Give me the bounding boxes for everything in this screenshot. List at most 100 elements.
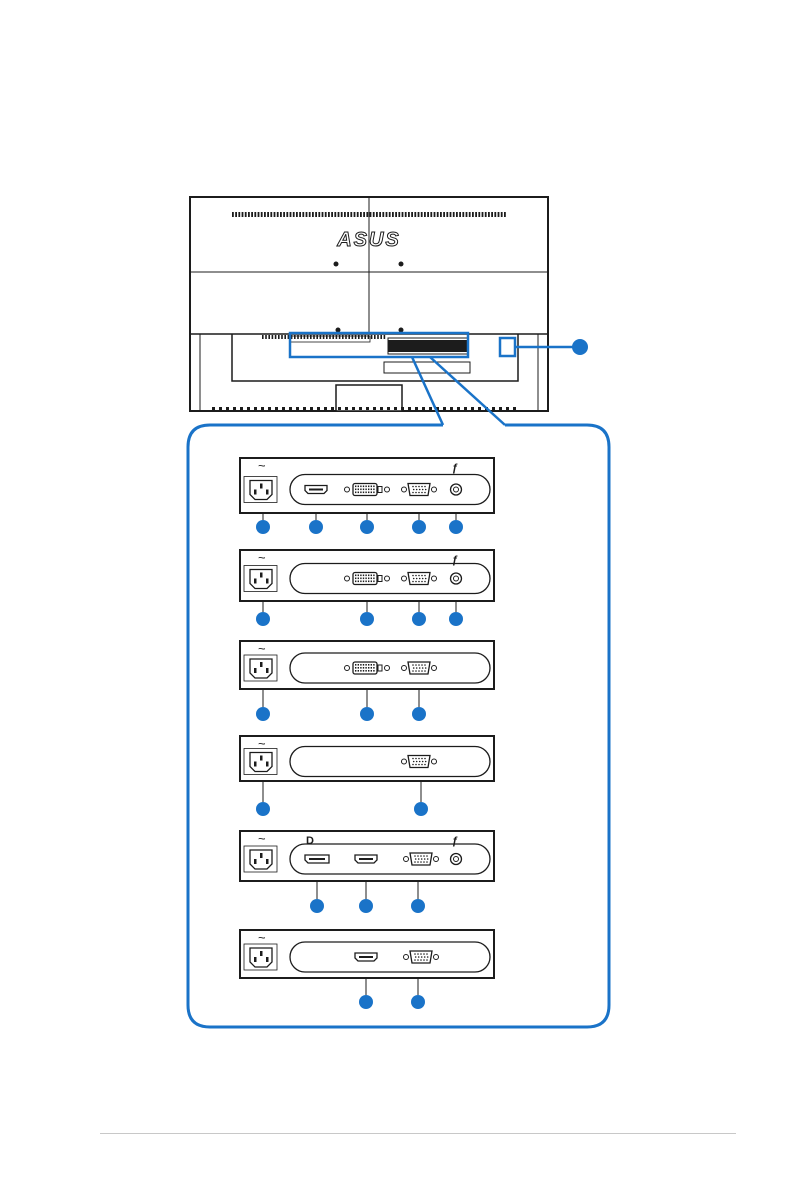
vent-slot (318, 212, 320, 217)
vent-slot (309, 212, 311, 217)
port-marker (412, 612, 426, 626)
audio-jack-inner (454, 857, 459, 862)
vent-slot (248, 212, 250, 217)
vga-pin (415, 956, 417, 958)
displayport-pins (309, 858, 325, 860)
vent-slot (289, 407, 292, 410)
dvi-pin (373, 578, 374, 580)
dvi-pin (360, 492, 361, 494)
dvi-blade (378, 576, 382, 582)
vent-slot (370, 212, 372, 217)
dvi-pin (360, 578, 361, 580)
vent-slot (325, 212, 327, 217)
vga-pin (414, 959, 416, 961)
dvi-pin (355, 667, 356, 669)
vent-slot (283, 212, 285, 217)
vga-screw-icon (404, 955, 409, 960)
port-marker (411, 899, 425, 913)
dvi-pin (368, 664, 369, 666)
vent-slot (443, 407, 446, 410)
dvi-pin (355, 581, 356, 583)
port-marker (412, 707, 426, 721)
ac-pin (266, 762, 269, 767)
vent-slot (274, 212, 276, 217)
vent-slot (258, 212, 260, 217)
vga-pin (414, 953, 416, 955)
ac-power-socket-icon (250, 659, 272, 678)
vga-pin (426, 959, 428, 961)
dvi-pin (368, 486, 369, 488)
vga-pin (424, 575, 426, 577)
vga-screw-icon (402, 666, 407, 671)
dvi-pin (365, 667, 366, 669)
vga-pin (422, 761, 424, 763)
vga-pin (416, 667, 418, 669)
vga-pin (417, 855, 419, 857)
dvi-pin (358, 489, 359, 491)
port-marker (359, 995, 373, 1009)
vent-slot (498, 212, 500, 217)
vent-slot (331, 407, 334, 410)
vga-pin (412, 664, 414, 666)
vent-slot (434, 212, 436, 217)
dvi-pin (371, 581, 372, 583)
vga-pin (423, 855, 425, 857)
vent-slot (331, 212, 333, 217)
dvi-pin (371, 670, 372, 672)
ac-power-socket-icon (250, 948, 272, 967)
vga-screw-icon (432, 759, 437, 764)
dvi-screw-icon (385, 576, 390, 581)
vent-slot (302, 212, 304, 217)
dvi-pin (373, 575, 374, 577)
port-marker (309, 520, 323, 534)
vent-slot (469, 212, 471, 217)
dvi-pin (363, 492, 364, 494)
dvi-screw-icon (385, 666, 390, 671)
vga-pin (425, 578, 427, 580)
port-marker (256, 520, 270, 534)
vga-pin (427, 956, 429, 958)
dvi-pin (355, 492, 356, 494)
lock-slot-marker (572, 339, 588, 355)
vga-pin (418, 956, 420, 958)
vent-slot (341, 212, 343, 217)
dvi-pin (368, 489, 369, 491)
connector-panel-row-6: ~ (240, 930, 494, 1009)
dvi-pin (365, 664, 366, 666)
vga-pin (421, 575, 423, 577)
dvi-pin (368, 492, 369, 494)
vga-screw-icon (432, 576, 437, 581)
vent-slot (478, 212, 480, 217)
dvi-pin (355, 670, 356, 672)
dvi-pin (363, 664, 364, 666)
ac-power-socket-icon (250, 481, 272, 500)
vga-pin (421, 486, 423, 488)
vent-slot (245, 212, 247, 217)
vga-screw-icon (402, 759, 407, 764)
dvi-pin (360, 664, 361, 666)
port-bar (290, 942, 490, 972)
vent-slot (345, 407, 348, 410)
dvi-pin (368, 578, 369, 580)
vent-slot (232, 212, 234, 217)
vent-slot (513, 407, 516, 410)
power-symbol-label: ~ (258, 458, 266, 473)
dvi-pin (368, 581, 369, 583)
vga-pin (415, 858, 417, 860)
vent-slot (284, 335, 286, 339)
vga-pin (418, 764, 420, 766)
vent-slot (371, 335, 373, 339)
dvi-pin (360, 575, 361, 577)
vent-slot (446, 212, 448, 217)
vent-slot (429, 407, 432, 410)
dvi-pin (373, 667, 374, 669)
dvi-pin (358, 667, 359, 669)
dvi-pin (355, 489, 356, 491)
vga-screw-icon (432, 666, 437, 671)
vent-slot (251, 212, 253, 217)
vga-pin (418, 758, 420, 760)
vga-pin (425, 489, 427, 491)
vga-pin (414, 861, 416, 863)
connector-panel-row-2: ~ƒ (240, 550, 494, 626)
hdmi-pins (309, 489, 323, 491)
